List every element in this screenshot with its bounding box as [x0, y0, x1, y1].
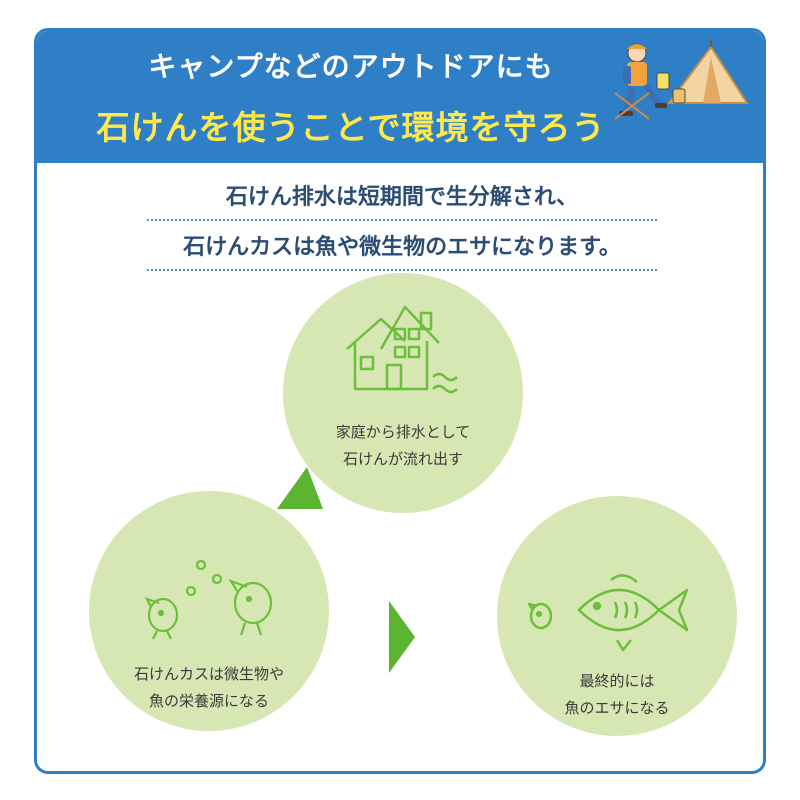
subtitle-line-1: 石けん排水は短期間で生分解され、 [147, 179, 657, 221]
step-text-line-1: 最終的には [579, 672, 655, 690]
header-title: キャンプなどのアウトドアにも [148, 50, 554, 83]
step-microorganism-nutrition: 石けんカスは微生物や 魚の栄養源になる [89, 491, 329, 731]
house-icon [346, 305, 458, 394]
header-headline: 石けんを使うことで環境を守ろう [96, 108, 606, 147]
microorganism-icon [144, 559, 273, 640]
step-text-line-1: 石けんカスは微生物や [133, 665, 284, 683]
step-text-line-2: 魚の栄養源になる [148, 692, 269, 710]
fish-icon [527, 574, 689, 652]
subtitle-line-2: 石けんカスは魚や微生物のエサになります。 [147, 229, 657, 271]
step-text-line-2: 魚のエサになる [564, 699, 670, 717]
step-text-line-2: 石けんが流れ出す [342, 450, 463, 468]
header-banner: キャンプなどのアウトドアにも 石けんを使うことで環境を守ろう [37, 31, 763, 163]
infographic-card: キャンプなどのアウトドアにも 石けんを使うことで環境を守ろう 石けん排水は短期間… [34, 28, 766, 774]
step-fish-food: 最終的には 魚のエサになる [497, 496, 737, 736]
arrow-to-right-step-icon [389, 601, 415, 673]
step-text-line-1: 家庭から排水として [335, 423, 471, 441]
step-household-drain: 家庭から排水として 石けんが流れ出す [283, 273, 523, 513]
arrow-to-left-step-icon [277, 467, 323, 509]
camping-person-icon [614, 39, 749, 120]
